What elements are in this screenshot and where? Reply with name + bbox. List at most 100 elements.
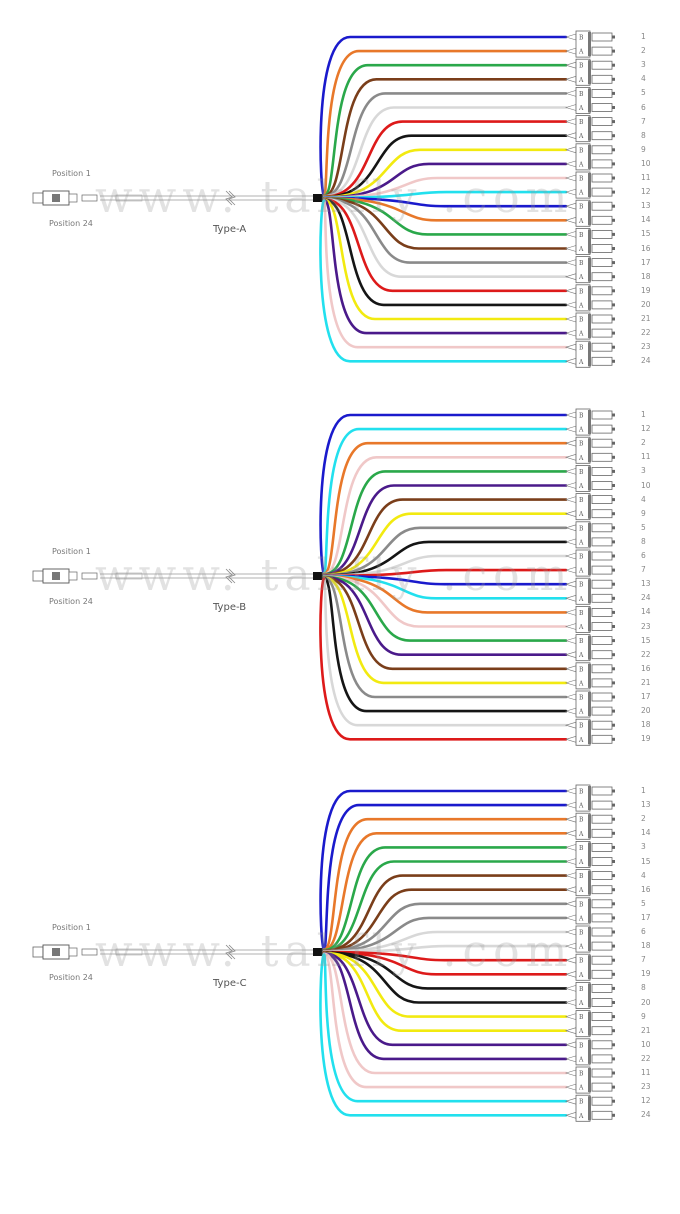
svg-text:A: A [578, 539, 584, 546]
mpo-connector [32, 944, 98, 960]
lc-duplex-connector: BA [575, 784, 615, 812]
fiber-orange [322, 575, 568, 614]
lc-duplex-connector: BA [575, 605, 615, 633]
fiber-number-label: 17 [641, 912, 651, 922]
svg-text:B: B [579, 35, 584, 42]
fiber-number-label: 6 [641, 927, 646, 936]
position-1-label: Position 1 [52, 169, 91, 178]
svg-text:A: A [578, 1085, 584, 1092]
fiber-number-label: 3 [641, 842, 646, 852]
fiber-yellow [322, 512, 568, 577]
fiber-number-label: 2 [641, 814, 646, 824]
svg-text:A: A [578, 190, 584, 197]
fiber-number-label: 5 [641, 522, 646, 532]
fiber-red [319, 577, 568, 741]
lc-duplex-connector: BA [575, 577, 615, 605]
fiber-number-label: 23 [641, 1082, 651, 1092]
lc-duplex-connector: BA [575, 143, 615, 171]
fiber-violet [322, 952, 568, 1061]
svg-text:B: B [579, 176, 584, 183]
svg-text:A: A [578, 77, 584, 84]
fiber-number-label: 16 [641, 884, 651, 894]
fiber-number-label: 19 [641, 285, 651, 295]
fiber-number-label: 9 [641, 144, 646, 154]
svg-text:B: B [579, 930, 584, 937]
lc-duplex-connector: BA [575, 981, 615, 1009]
fiber-number-label: 12 [641, 1096, 651, 1106]
svg-text:B: B [579, 1099, 584, 1106]
lc-duplex-connector: BA [575, 256, 615, 284]
fiber-number-label: 12 [641, 187, 651, 197]
fiber-number-label: 15 [641, 856, 651, 866]
svg-text:A: A [578, 1000, 584, 1007]
lc-duplex-connector: BA [575, 115, 615, 143]
fiber-number-label: 2 [641, 46, 646, 56]
fiber-green [322, 197, 568, 236]
type-label: Type-B [213, 602, 247, 613]
lc-duplex-connector: BA [575, 284, 615, 312]
fiber-number-label: 7 [641, 955, 646, 965]
fiber-black [322, 198, 568, 307]
svg-text:B: B [579, 497, 584, 504]
fiber-number-label: 6 [641, 102, 646, 112]
fiber-number-label: 18 [641, 720, 651, 730]
fiber-green [322, 575, 568, 642]
trunk-cable [100, 568, 318, 584]
svg-text:B: B [579, 610, 584, 617]
fiber-green [322, 860, 568, 952]
svg-text:A: A [578, 568, 584, 575]
fiber-black [322, 134, 568, 199]
svg-text:A: A [578, 133, 584, 140]
fiber-white [322, 577, 568, 727]
trunk-cable [100, 190, 318, 206]
lc-duplex-connector: BA [575, 171, 615, 199]
fiber-number-label: 9 [641, 1011, 646, 1021]
lc-duplex-connector: BA [575, 312, 615, 340]
fiber-number-label: 9 [641, 508, 646, 518]
lc-duplex-connector: BA [575, 662, 615, 690]
fiber-yellow [322, 198, 568, 321]
svg-text:A: A [578, 246, 584, 253]
fiber-number-label: 5 [641, 898, 646, 908]
svg-text:B: B [579, 119, 584, 126]
lc-duplex-connector: BA [575, 30, 615, 58]
fiber-number-label: 8 [641, 983, 646, 993]
fiber-number-label: 4 [641, 870, 646, 880]
fiber-number-label: 20 [641, 299, 651, 309]
svg-text:A: A [578, 331, 584, 338]
svg-text:A: A [578, 274, 584, 281]
fiber-number-label: 12 [641, 424, 651, 434]
lc-duplex-connector: BA [575, 897, 615, 925]
fiber-number-label: 21 [641, 1025, 651, 1035]
svg-text:B: B [579, 345, 584, 352]
fiber-brown [322, 78, 568, 198]
fiber-number-label: 14 [641, 607, 651, 617]
lc-duplex-connector: BA [575, 465, 615, 492]
fiber-blue [322, 803, 568, 951]
fiber-rose [322, 952, 568, 1089]
fiber-blue [319, 413, 568, 575]
svg-text:A: A [578, 105, 584, 112]
fiber-number-label: 7 [641, 116, 646, 126]
svg-text:A: A [578, 455, 584, 462]
svg-text:B: B [579, 817, 584, 824]
lc-duplex-connector: BA [575, 549, 615, 577]
fiber-number-label: 13 [641, 201, 651, 211]
fiber-number-label: 19 [641, 969, 651, 979]
fiber-number-label: 24 [641, 1110, 651, 1120]
svg-text:A: A [578, 161, 584, 168]
fiber-red [322, 198, 568, 293]
svg-text:B: B [579, 63, 584, 70]
fiber-white [322, 106, 568, 198]
fiber-violet [322, 484, 568, 576]
fiber-number-label: 8 [641, 130, 646, 140]
svg-text:B: B [579, 525, 584, 532]
fiber-number-label: 10 [641, 1039, 651, 1049]
lc-duplex-connector: BA [575, 841, 615, 868]
svg-text:A: A [578, 511, 584, 518]
fiber-number-label: 1 [641, 786, 646, 795]
